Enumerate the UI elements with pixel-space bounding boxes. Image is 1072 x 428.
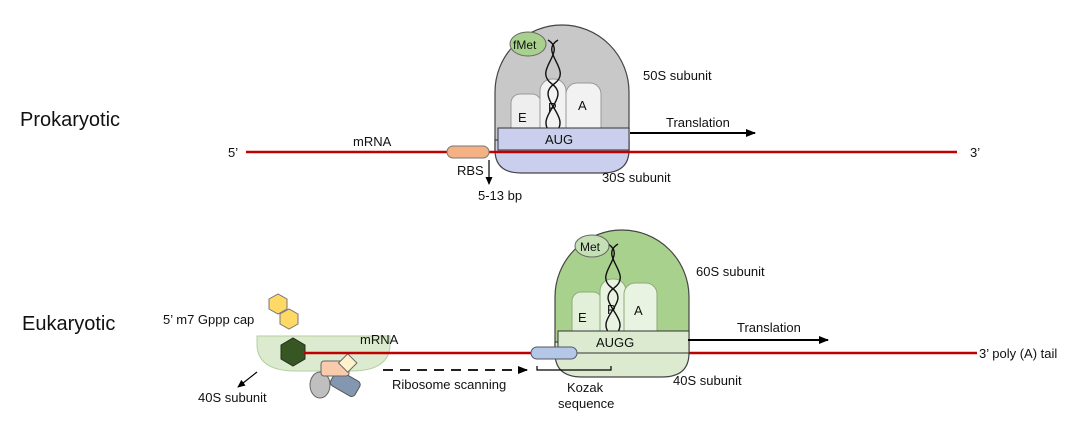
prok-site-e: E (518, 110, 527, 125)
prok-small-subunit-label: 30S subunit (602, 170, 671, 185)
prok-fmet-bubble (509, 31, 547, 57)
euk-kozak-label-2: sequence (558, 396, 614, 411)
euk-guanosine-hexagon (280, 337, 306, 367)
eukaryotic-panel: Eukaryotic 5’ m7 Gppp cap 40S subunit mR… (22, 229, 1057, 411)
euk-met-bubble (574, 234, 610, 258)
euk-site-e: E (578, 310, 587, 325)
prok-trna-helix-1 (545, 39, 559, 133)
prok-three-prime: 3’ (970, 145, 980, 160)
prok-mrna-label: mRNA (353, 134, 392, 149)
euk-factor-blue (329, 370, 361, 397)
euk-factor-cream (337, 353, 358, 373)
prok-codon-box (497, 127, 630, 151)
prok-fmet-label: fMet (513, 38, 537, 52)
prok-rbs-label: RBS (457, 163, 484, 178)
prok-rbs-shape (446, 145, 490, 159)
euk-factor-gray (309, 371, 331, 399)
euk-codon-box (557, 330, 690, 354)
euk-kozak-label-1: Kozak (567, 380, 604, 395)
euk-tail-label: 3’ poly (A) tail (979, 346, 1057, 361)
euk-trna-helix-2 (607, 243, 621, 335)
prok-spacing-label: 5-13 bp (478, 188, 522, 203)
prok-large-subunit-label: 50S subunit (643, 68, 712, 83)
prok-codon: AUG (545, 132, 573, 147)
prokaryotic-title: Prokaryotic (20, 109, 120, 131)
euk-codon: AUGG (596, 335, 634, 350)
euk-site-p: P (607, 302, 616, 317)
prok-translation-label: Translation (666, 115, 730, 130)
euk-site-a: A (634, 303, 643, 318)
euk-cap-label: 5’ m7 Gppp cap (163, 312, 254, 327)
prok-five-prime: 5’ (228, 145, 238, 160)
euk-40s-pointer-arrow (237, 371, 258, 388)
prok-site-a: A (578, 98, 587, 113)
euk-large-subunit-label: 60S subunit (696, 264, 765, 279)
euk-translation-label: Translation (737, 320, 801, 335)
euk-trna-helix-1 (605, 243, 619, 335)
euk-cap-hexagon-1 (268, 293, 288, 315)
euk-mrna-label: mRNA (360, 332, 399, 347)
euk-scanning-label: Ribosome scanning (392, 377, 506, 392)
euk-cap-hexagon-2 (279, 308, 299, 330)
euk-kozak-shape (530, 346, 578, 360)
euk-40s-left-label: 40S subunit (198, 390, 267, 405)
eukaryotic-title: Eukaryotic (22, 313, 115, 335)
euk-kozak-bracket (536, 366, 612, 371)
prokaryotic-panel: Prokaryotic E P A fMet AUG 5’ 3’ mRNA RB… (20, 24, 980, 203)
prok-trna-helix-2 (547, 39, 561, 133)
euk-met-label: Met (580, 240, 601, 254)
euk-small-subunit-label: 40S subunit (673, 373, 742, 388)
